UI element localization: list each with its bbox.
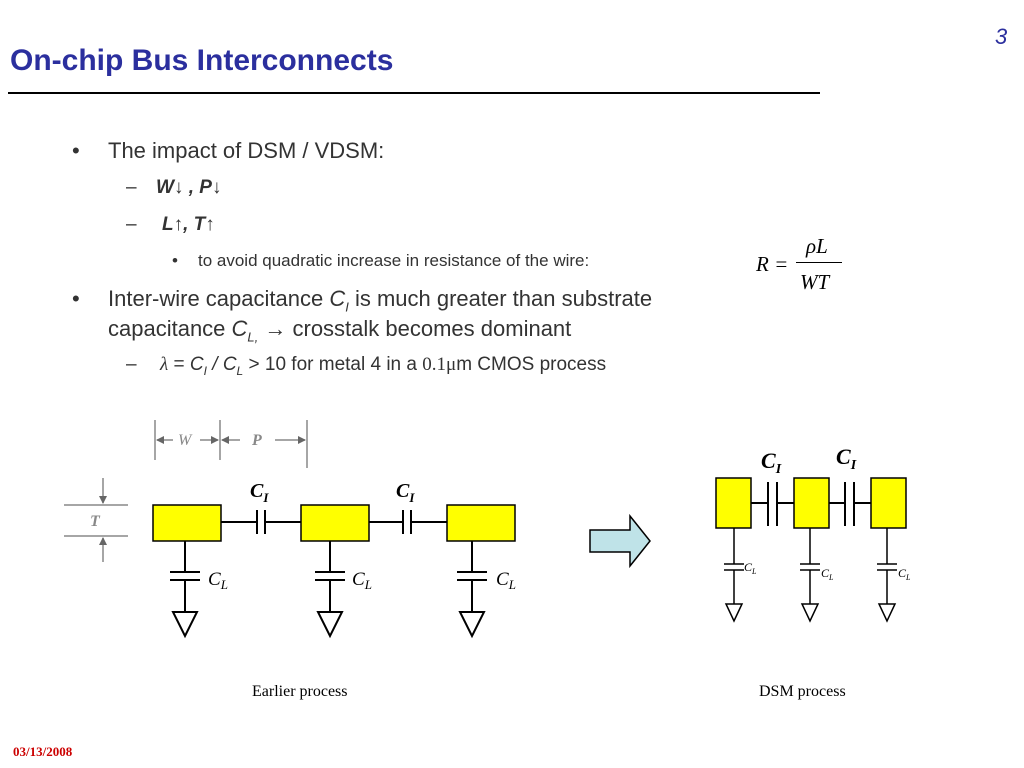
thickness-dimension [64, 478, 128, 562]
dsm-wire-3 [870, 477, 907, 529]
load-cap-label-1: CL [208, 569, 228, 592]
title-divider [8, 92, 820, 94]
coupling-capacitor-1 [221, 510, 301, 534]
dsm-load-cap-label-3: CL [898, 566, 911, 582]
dsm-load-capacitor-2 [800, 528, 820, 623]
earlier-process-diagram: W P T CI CI [64, 420, 516, 639]
load-capacitor-1 [170, 541, 200, 639]
dsm-wire-2 [793, 477, 830, 529]
caption-dsm-process: DSM process [759, 683, 846, 700]
bullet-quadratic-resistance: to avoid quadratic increase in resistanc… [198, 251, 590, 270]
sub-bullet-dash: – [126, 214, 137, 235]
caption-earlier-process: Earlier process [252, 683, 348, 700]
sub-bullet-w-p: W↓ , P↓ [156, 177, 222, 198]
dsm-process-diagram: CI CI CL CL CL [715, 444, 911, 623]
load-capacitor-2 [315, 541, 345, 639]
width-label: W [178, 432, 193, 449]
bullet-marker: • [172, 251, 178, 270]
bullet-marker: • [72, 286, 80, 311]
dsm-coupling-cap-label-1: CI [761, 448, 782, 477]
coupling-cap-label-2: CI [396, 480, 415, 505]
transition-arrow-icon [589, 513, 651, 569]
dsm-load-cap-label-2: CL [821, 566, 834, 582]
dsm-coupling-capacitor-1 [751, 482, 794, 526]
sub-bullet-dash: – [126, 354, 137, 375]
formula-numerator: ρL [806, 234, 828, 258]
dsm-load-capacitor-3 [877, 528, 897, 623]
pitch-label: P [251, 432, 262, 449]
wire-3 [446, 504, 516, 542]
bullet-interwire-line2: capacitance CL, → crosstalk becomes domi… [108, 316, 572, 345]
load-cap-label-3: CL [496, 569, 516, 592]
dsm-load-capacitor-1 [724, 528, 744, 623]
load-capacitor-3 [457, 541, 487, 639]
bullet-interwire-line1: Inter-wire capacitance CI is much greate… [108, 286, 653, 315]
load-cap-label-2: CL [352, 569, 372, 592]
sub-bullet-lambda: λ = CI / CL > 10 for metal 4 in a 0.1μm … [160, 354, 607, 378]
formula-denominator: WT [800, 270, 830, 294]
page-number: 3 [995, 24, 1008, 49]
sub-bullet-l-t: L↑, T↑ [162, 214, 215, 235]
dsm-coupling-capacitor-2 [829, 482, 871, 526]
slide-date: 03/13/2008 [13, 744, 73, 759]
wire-1 [152, 504, 222, 542]
dsm-load-cap-label-1: CL [744, 560, 757, 576]
wire-2 [300, 504, 370, 542]
slide-title: On-chip Bus Interconnects [10, 44, 394, 77]
coupling-capacitor-2 [369, 510, 447, 534]
dsm-coupling-cap-label-2: CI [836, 444, 857, 473]
dsm-wire-1 [715, 477, 752, 529]
bullet-impact: The impact of DSM / VDSM: [108, 138, 385, 163]
formula-fraction-bar [796, 262, 842, 263]
sub-bullet-dash: – [126, 177, 137, 198]
coupling-cap-label-1: CI [250, 480, 269, 505]
thickness-label: T [90, 513, 101, 530]
width-pitch-dimension [154, 420, 308, 468]
formula-lhs: R = [756, 252, 789, 276]
bullet-marker: • [72, 138, 80, 163]
